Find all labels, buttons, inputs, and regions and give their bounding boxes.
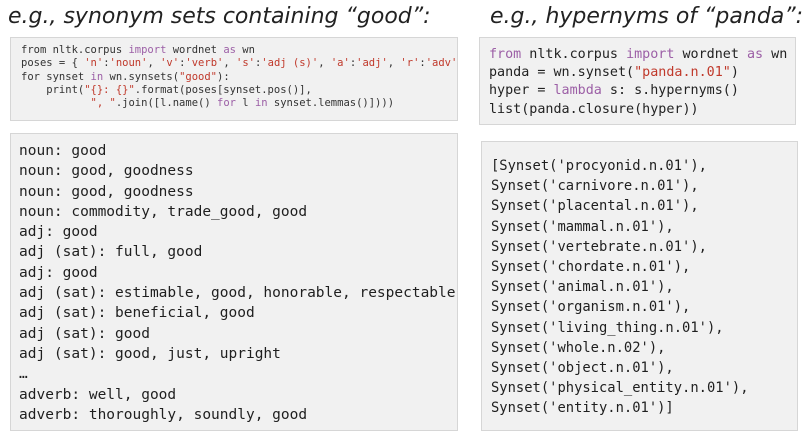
hypernym-output-line: Synset('mammal.n.01'), bbox=[491, 218, 674, 235]
code-token: } bbox=[457, 57, 458, 69]
hypernym-output-line: [Synset('procyonid.n.01'), bbox=[491, 158, 707, 174]
synonym-output-line: adj (sat): good, just, upright bbox=[19, 345, 281, 362]
code-token: l bbox=[235, 97, 255, 110]
code-token: as bbox=[223, 44, 236, 56]
code-token: : bbox=[419, 57, 426, 70]
synonym-output-line: adj: good bbox=[19, 224, 98, 241]
synonym-code-line: for synset in wn.synsets("good"): bbox=[21, 71, 457, 84]
hypernym-code-line: list(panda.closure(hyper)) bbox=[489, 101, 795, 119]
hypernym-code-line: from nltk.corpus import wordnet as wn bbox=[489, 46, 795, 64]
code-token: wordnet bbox=[166, 44, 224, 56]
code-token: wordnet bbox=[674, 47, 747, 62]
hypernym-output-line: Synset('object.n.01'), bbox=[491, 360, 674, 377]
code-token: 'adv' bbox=[425, 57, 458, 70]
synonym-output-line: noun: commodity, trade_good, good bbox=[19, 203, 308, 220]
code-token: , bbox=[318, 57, 331, 70]
code-token: synset.lemmas()]))) bbox=[267, 97, 395, 110]
code-token: s: s.hypernyms() bbox=[601, 83, 739, 99]
hypernym-output-line: Synset('chordate.n.01'), bbox=[491, 259, 691, 276]
code-token: : bbox=[349, 57, 357, 70]
code-token: print( bbox=[21, 83, 85, 96]
code-token: lambda bbox=[553, 83, 602, 99]
code-token: wn bbox=[235, 44, 255, 56]
synonym-sets-heading: e.g., synonym sets containing “good”: bbox=[8, 4, 431, 29]
synonym-code-line: poses = { 'n':'noun', 'v':'verb', 's':'a… bbox=[21, 57, 457, 70]
hypernym-output-line: Synset('living_thing.n.01'), bbox=[491, 319, 724, 336]
hypernyms-heading: e.g., hypernyms of “panda”: bbox=[490, 4, 804, 29]
code-token: , bbox=[387, 57, 401, 70]
code-token: list(panda.closure(hyper)) bbox=[489, 101, 699, 117]
code-token: from nltk.corpus bbox=[21, 44, 129, 56]
code-token: "{}: {}" bbox=[84, 83, 135, 96]
code-token: ", " bbox=[90, 97, 116, 110]
synonym-output-line: noun: good bbox=[19, 143, 107, 159]
code-token: 'n' bbox=[84, 57, 104, 70]
code-token: poses = { bbox=[21, 57, 85, 70]
code-token: wn.synsets( bbox=[103, 70, 180, 83]
hypernym-output-line: Synset('entity.n.01')] bbox=[491, 400, 674, 417]
code-token: .format(poses[synset.pos()], bbox=[134, 83, 312, 96]
code-token: "good" bbox=[179, 70, 217, 83]
code-token: in bbox=[90, 70, 104, 83]
synonym-output-line: noun: good, goodness bbox=[19, 183, 194, 200]
code-token: for synset bbox=[21, 70, 91, 83]
code-token: 'v' bbox=[160, 57, 180, 70]
hypernym-output-line: Synset('organism.n.01'), bbox=[491, 299, 691, 316]
code-token: nltk.corpus bbox=[521, 47, 627, 62]
code-token: import bbox=[626, 47, 675, 62]
code-token: 'noun' bbox=[109, 57, 148, 70]
synonym-output-line: adverb: well, good bbox=[19, 386, 177, 403]
code-token: .join([l.name() bbox=[115, 97, 217, 110]
code-token: 'a' bbox=[330, 57, 350, 70]
hypernym-output-line: Synset('placental.n.01'), bbox=[491, 198, 699, 215]
code-token: 'verb' bbox=[185, 57, 224, 70]
code-token: in bbox=[254, 97, 268, 110]
synonym-code-line: from nltk.corpus import wordnet as wn bbox=[21, 44, 457, 57]
code-token: import bbox=[128, 44, 167, 56]
code-token: 's' bbox=[236, 57, 255, 70]
synonym-output-line: adj (sat): estimable, good, honorable, r… bbox=[19, 285, 456, 302]
hypernym-code-line: panda = wn.synset("panda.n.01") bbox=[489, 64, 795, 82]
code-token: hyper = bbox=[489, 83, 554, 99]
hypernym-output-line: Synset('vertebrate.n.01'), bbox=[491, 238, 707, 255]
code-token: from bbox=[489, 47, 522, 62]
hypernym-output-line: Synset('animal.n.01'), bbox=[491, 279, 674, 296]
code-token: , bbox=[223, 57, 236, 70]
synonym-output-line: noun: good, goodness bbox=[19, 163, 194, 180]
hypernym-output-line: Synset('carnivore.n.01'), bbox=[491, 178, 699, 195]
code-token: 'r' bbox=[400, 57, 420, 70]
code-token: : bbox=[179, 57, 186, 70]
hypernym-output-block: [Synset('procyonid.n.01'), Synset('carniv… bbox=[481, 141, 798, 431]
code-token: : bbox=[103, 57, 110, 70]
code-token bbox=[21, 97, 91, 109]
code-token: , bbox=[147, 57, 161, 70]
code-token: for bbox=[217, 97, 236, 110]
synonym-output-line: adverb: thoroughly, soundly, good bbox=[19, 406, 308, 423]
synonym-output-line: adj (sat): full, good bbox=[19, 244, 203, 261]
code-token: 'adj' bbox=[356, 57, 388, 70]
code-token: panda = wn.synset( bbox=[489, 65, 635, 81]
synonym-output-line: … bbox=[19, 366, 28, 383]
hypernym-code-line: hyper = lambda s: s.hypernyms() bbox=[489, 82, 795, 100]
synonym-output-line: adj (sat): good bbox=[19, 325, 150, 342]
code-token: wn bbox=[763, 47, 788, 62]
code-token: ): bbox=[217, 70, 230, 83]
code-token: "panda.n.01" bbox=[634, 65, 731, 81]
synonym-output-line: adj: good bbox=[19, 264, 98, 281]
synonym-output-block: noun: good noun: good, goodness noun: good… bbox=[10, 133, 458, 431]
synonym-code-line: print("{}: {}".format(poses[synset.pos()… bbox=[21, 84, 457, 97]
hypernym-output-line: Synset('physical_entity.n.01'), bbox=[491, 380, 749, 397]
code-token: as bbox=[747, 47, 764, 62]
code-token: 'adj (s)' bbox=[261, 57, 319, 70]
synonym-output-line: adj (sat): beneficial, good bbox=[19, 305, 255, 322]
code-token: : bbox=[254, 57, 262, 70]
code-token: ) bbox=[730, 65, 739, 81]
synonym-code-line: ", ".join([l.name() for l in synset.lemm… bbox=[21, 97, 457, 110]
hypernym-output-line: Synset('whole.n.02'), bbox=[491, 339, 666, 356]
